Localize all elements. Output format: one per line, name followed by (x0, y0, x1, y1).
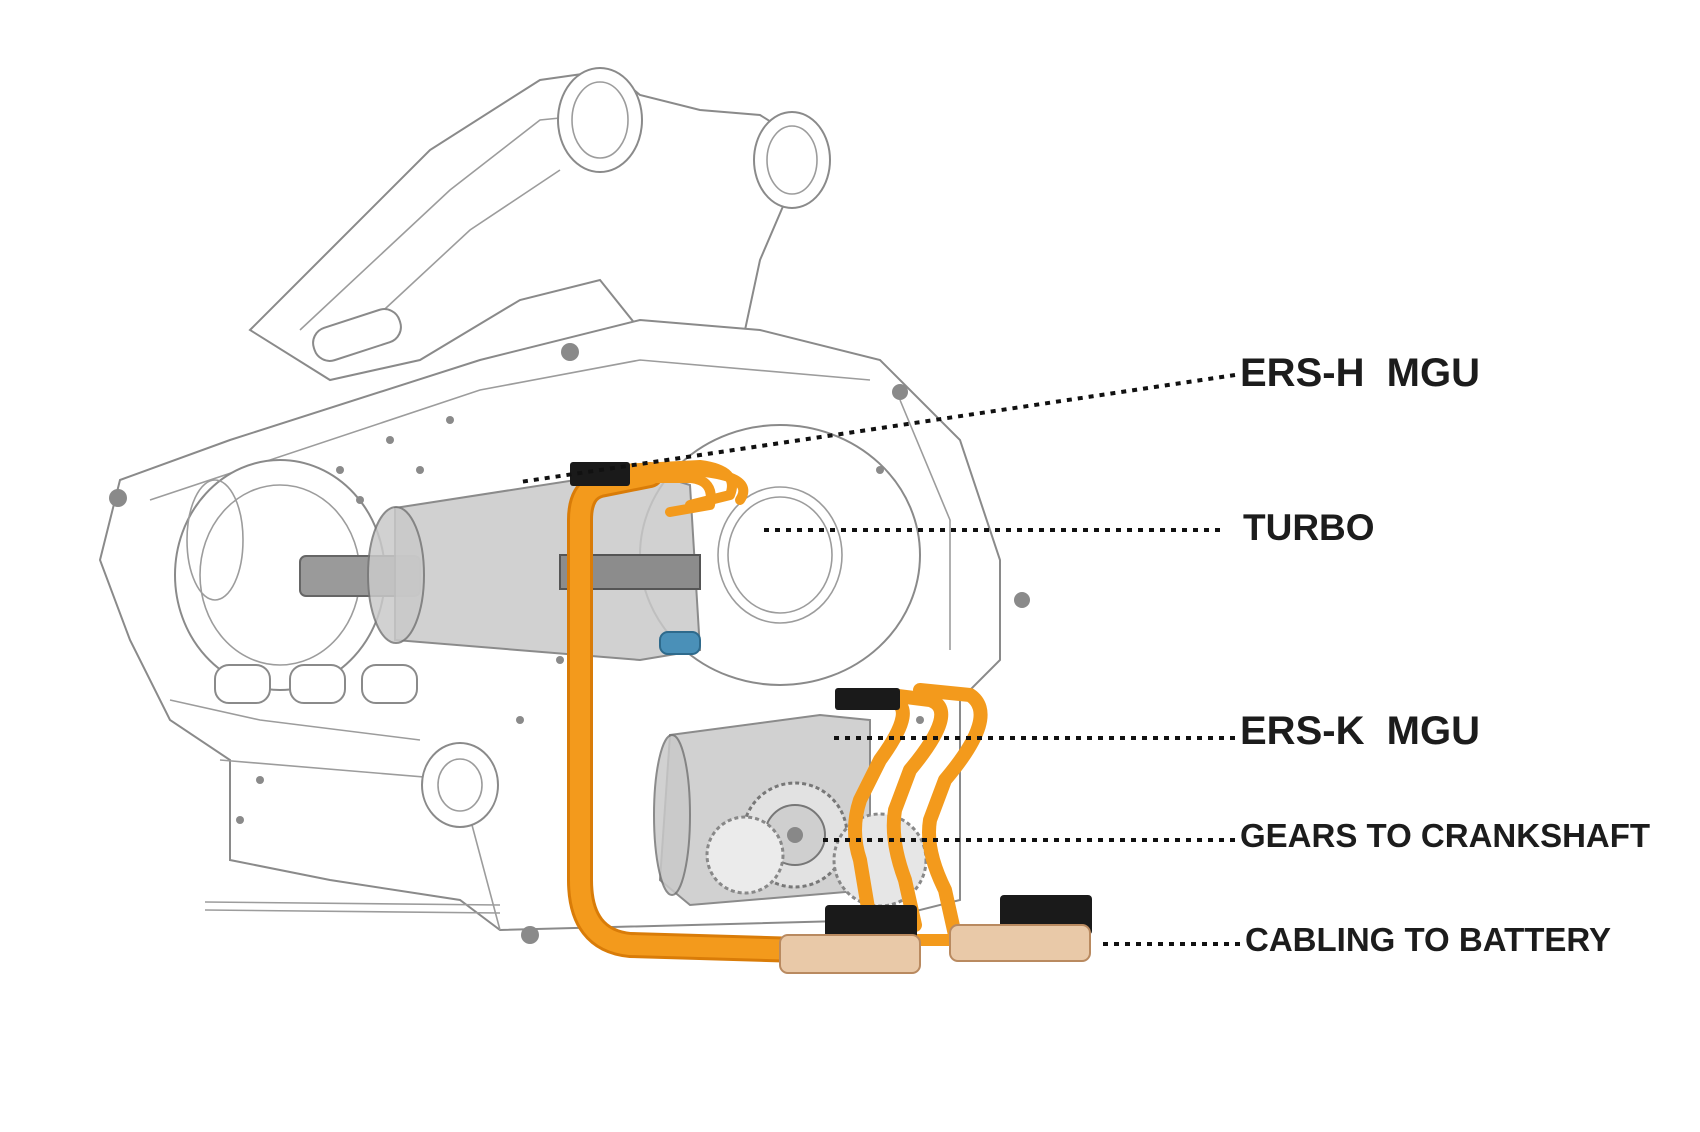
connectors (570, 462, 1092, 974)
label-ers-k-mgu: ERS-K MGU (1240, 709, 1480, 753)
ers-k-mgu-unit (653, 713, 928, 908)
label-ers-h-mgu: ERS-H MGU (1240, 351, 1480, 395)
ers-h-mgu-unit (299, 468, 702, 662)
labels: ERS-H MGU TURBO ERS-K MGU GEARS TO CRANK… (1240, 351, 1650, 958)
label-cabling-to-battery: CABLING TO BATTERY (1245, 921, 1611, 958)
label-turbo: TURBO (1243, 507, 1375, 548)
leader-lines (519, 373, 1240, 946)
label-gears-to-crankshaft: GEARS TO CRANKSHAFT (1240, 817, 1650, 854)
engine-upper-frame (248, 67, 831, 382)
